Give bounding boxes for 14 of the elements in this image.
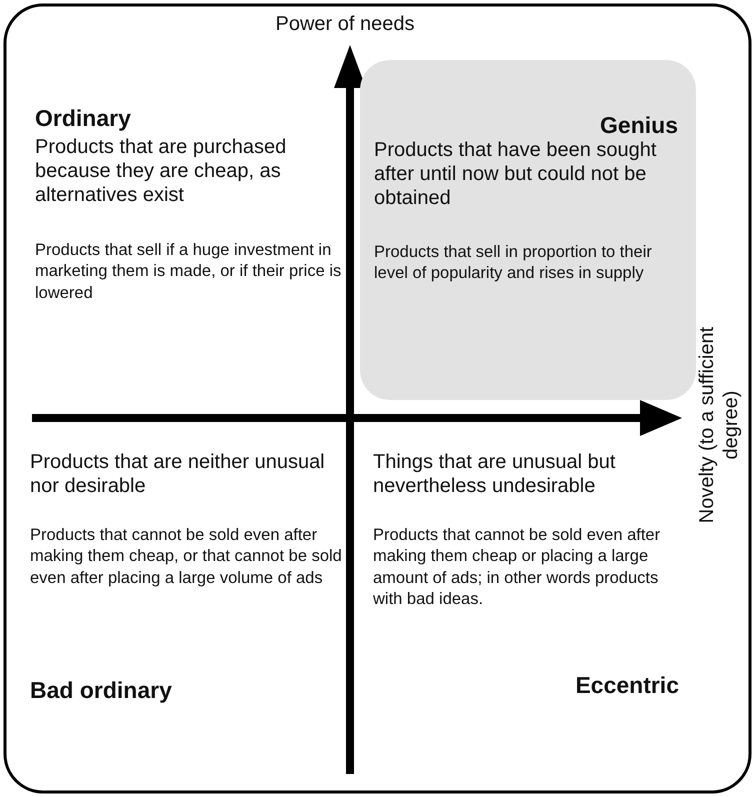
- quadrant-heading: Ordinary: [35, 105, 131, 133]
- quadrant-description: Products that have been sought after until now but could not be obtained: [374, 138, 658, 210]
- quadrant-heading: Bad ordinary: [30, 677, 172, 705]
- quadrant-description: Products that are purchased because they are cheap, as alternatives exist: [35, 135, 288, 207]
- quadrant-note: Products that sell if a huge investment in marketing them is made, or if their price is lowered: [35, 240, 342, 304]
- quadrant-note: Products that sell in proportion to their level of popularity and rises in supply: [374, 242, 653, 284]
- quadrant-description: Products that are neither unusual nor desirable: [30, 450, 326, 498]
- quadrant-description: Things that are unusual but nevertheless undesirable: [373, 450, 616, 498]
- quadrant-heading: Eccentric: [575, 672, 679, 700]
- quadrant-note: Products that cannot be sold even after making them cheap, or that cannot be sold even after placing a large volume of ads: [30, 525, 342, 589]
- highlight-panel: [360, 60, 696, 400]
- quadrant-note: Products that cannot be sold even after making them cheap or placing a large amount of ads; in other words products with bad ideas.: [373, 525, 662, 610]
- axis-title: Novelty (to a sufficient degree): [695, 326, 743, 526]
- quadrant-heading: Genius: [600, 112, 678, 140]
